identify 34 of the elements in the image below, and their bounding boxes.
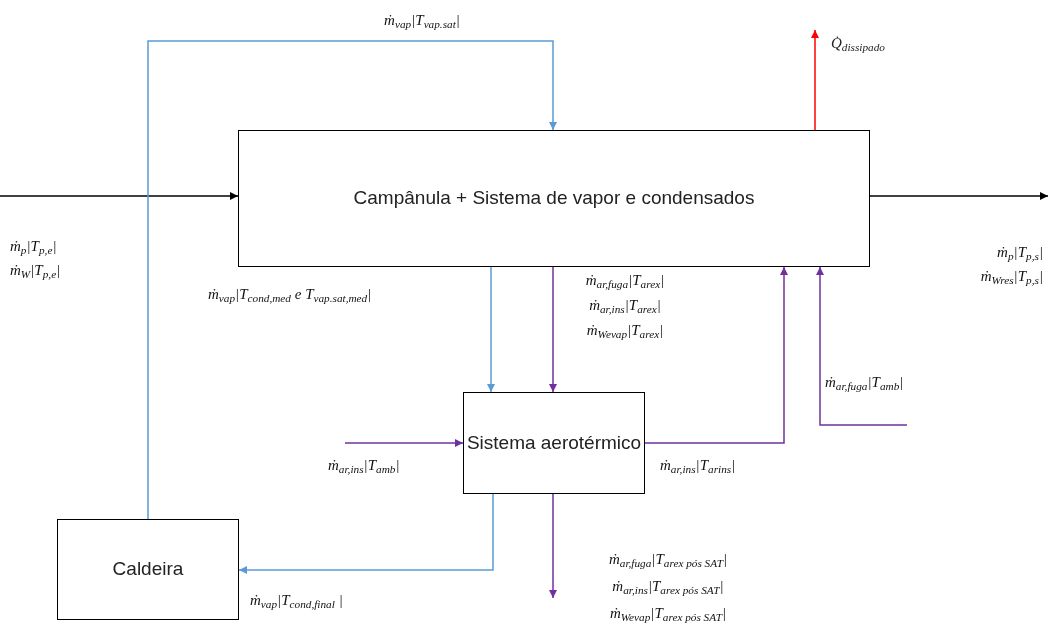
flow-label: ṁ$_{ar,ins}$|T$_{arins}$|	[660, 456, 736, 475]
flow-arrow	[344, 439, 464, 447]
flow-label: ṁ$_{vap}$|T$_{cond,med}$ e T$_{vap.sat,med}$|	[208, 285, 372, 304]
flow-arrow	[549, 493, 557, 599]
flow-label: ṁ$_{p}$|T$_{p,e}$|	[10, 237, 57, 256]
flow-label: ṁ$_{p}$|T$_{p,s}$|	[997, 243, 1043, 262]
flow-arrow	[811, 29, 819, 131]
flow-label: ṁ$_{vap}$|T$_{vap.sat}$|	[384, 11, 460, 30]
flow-label: ṁ$_{Wevap}$|T$_{arex}$|	[586, 321, 664, 340]
flow-arrow	[549, 266, 557, 393]
flow-arrow	[487, 266, 495, 393]
flow-arrow	[869, 192, 1049, 200]
flow-label: ṁ$_{Wevap}$|T$_{arex pós SAT}$|	[609, 604, 727, 623]
box-title: Sistema aerotérmico	[466, 431, 642, 455]
process-box	[463, 392, 645, 494]
box-title: Campânula + Sistema de vapor e condensados	[353, 186, 755, 211]
flow-label: ṁ$_{W}$|T$_{p,e}$|	[10, 261, 61, 280]
flow-label: ṁ$_{ar,ins}$|T$_{amb}$|	[328, 456, 400, 475]
flow-arrow	[0, 192, 239, 200]
heat-label: Q̇$_{dissipado}$	[831, 33, 885, 55]
flow-label: ṁ$_{ar,fuga}$|T$_{arex pós SAT}$|	[608, 550, 728, 569]
flow-arrow	[816, 266, 908, 426]
flow-arrow	[644, 266, 788, 444]
flow-label: ṁ$_{ar,fuga}$|T$_{amb}$|	[825, 373, 904, 392]
process-box	[57, 519, 239, 620]
flow-label: ṁ$_{vap}$|T$_{cond,final}$ |	[250, 591, 343, 610]
box-title: Caldeira	[112, 557, 184, 582]
flow-label: ṁ$_{ar,fuga}$|T$_{arex}$|	[585, 271, 665, 290]
flow-arrow	[147, 40, 557, 520]
process-box	[238, 130, 870, 267]
flow-arrow	[238, 493, 494, 574]
flow-label: ṁ$_{ar,ins}$|T$_{arex}$|	[589, 296, 661, 315]
flow-label: ṁ$_{Wres}$|T$_{p,s}$|	[980, 267, 1043, 286]
flow-label: ṁ$_{ar,ins}$|T$_{arex pós SAT}$|	[612, 577, 724, 596]
